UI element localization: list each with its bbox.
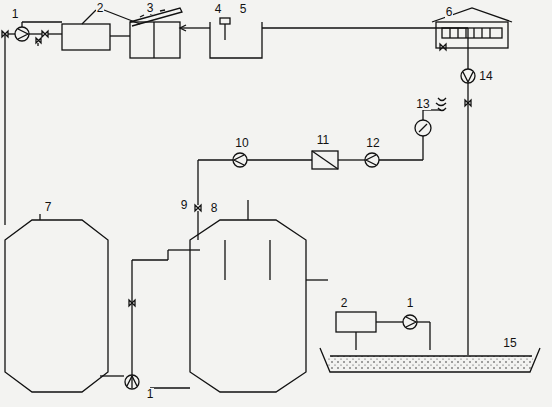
- cooler: [130, 22, 180, 58]
- level-sensor: [220, 18, 230, 24]
- callout-number: 5: [239, 3, 248, 15]
- tank: [5, 220, 108, 392]
- callout-number: 12: [365, 137, 380, 149]
- pump: [15, 27, 29, 41]
- callout-number: 14: [478, 70, 493, 82]
- callout-number: 7: [44, 201, 53, 213]
- callout-number: 1: [11, 8, 20, 20]
- filter-box: [62, 24, 110, 50]
- callout-number: 6: [445, 6, 454, 18]
- callout-number: 2: [340, 297, 349, 309]
- valve: [195, 205, 201, 211]
- callout-number: 1: [406, 297, 415, 309]
- callout-number: 4: [214, 3, 223, 15]
- callout-number: 10: [234, 137, 249, 149]
- filter-box: [336, 312, 376, 332]
- pump: [365, 153, 379, 167]
- pump: [125, 375, 139, 389]
- callout-number: 9: [180, 199, 189, 211]
- callout-number: 8: [210, 202, 219, 214]
- callout-number: 1: [146, 388, 155, 400]
- callout-number: 2: [96, 2, 105, 14]
- pump: [403, 315, 417, 329]
- trough: [320, 348, 540, 372]
- flow-meter: [415, 120, 431, 136]
- callout-number: 11: [316, 134, 330, 146]
- pump: [461, 69, 475, 83]
- outlet: [436, 98, 446, 111]
- tank: [190, 220, 306, 392]
- callout-number: 15: [502, 337, 517, 349]
- callout-number: 3: [146, 2, 155, 14]
- pump: [233, 153, 247, 167]
- callout-number: 13: [415, 98, 430, 110]
- filter: [312, 151, 338, 169]
